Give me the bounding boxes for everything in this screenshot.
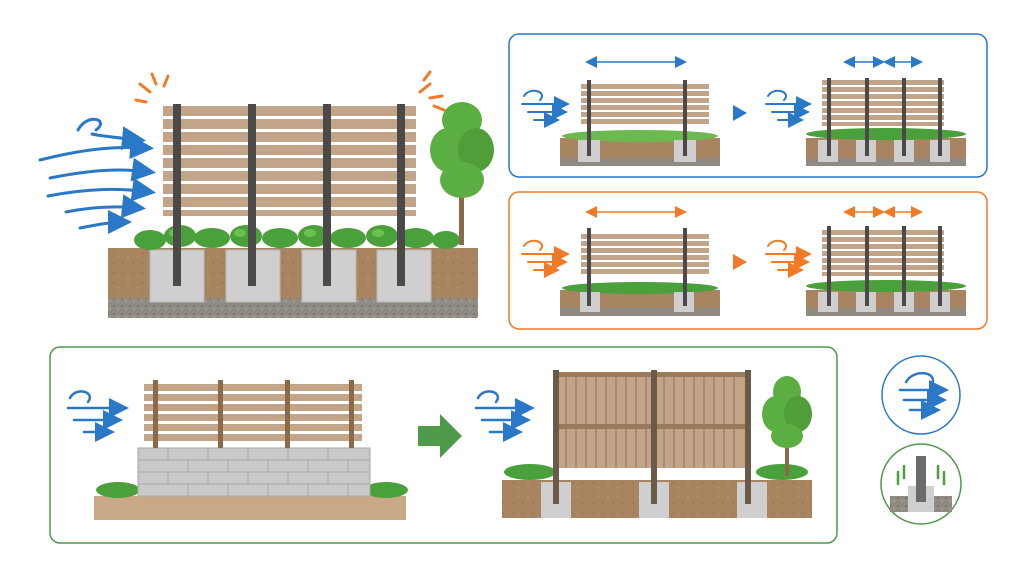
triangle-arrow-icon (733, 254, 747, 270)
orange-after-fence (765, 206, 966, 316)
green-after-fence (474, 370, 812, 518)
block-wall (137, 447, 371, 497)
tree (762, 376, 812, 476)
wind-icon (881, 355, 961, 435)
right-arrow-icon (418, 414, 462, 458)
wind-icon (474, 390, 535, 442)
wind-icon (521, 89, 570, 128)
fence-planks (163, 106, 416, 216)
blue-after-fence (765, 56, 966, 166)
green-comparison-panel (49, 346, 838, 544)
wind-icon (765, 239, 812, 278)
triangle-arrow-icon (733, 105, 747, 121)
wind-icon (66, 390, 129, 442)
stress-burst-icon (134, 70, 446, 112)
ground-gravel (108, 298, 478, 318)
orange-comparison-panel (508, 191, 988, 330)
orange-before-fence (521, 206, 720, 316)
blue-comparison-panel (508, 33, 988, 178)
wind-icon (521, 239, 570, 278)
main-fence-scene (38, 70, 494, 318)
post-foundation-icon (880, 443, 962, 525)
shrub-row (134, 225, 460, 250)
blue-before-fence (521, 56, 720, 166)
wind-icon (765, 89, 812, 128)
tree (430, 102, 494, 245)
fence-posts (173, 104, 405, 286)
wind-gust-icon (38, 117, 156, 235)
green-before-fence (66, 380, 408, 520)
